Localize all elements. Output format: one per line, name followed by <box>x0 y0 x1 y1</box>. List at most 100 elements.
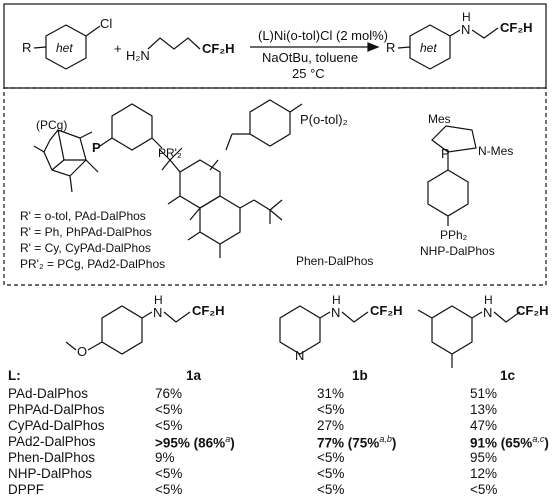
s1a-n: N <box>153 305 163 320</box>
dalphos-cage <box>33 103 163 193</box>
row-ligand: DPPF <box>8 482 45 497</box>
row-yield-1b: <5% <box>317 466 345 481</box>
row-yield-1b: <5% <box>317 482 345 497</box>
amine-chain <box>147 37 201 50</box>
reagents-bottom: NaOtBu, toluene <box>262 50 359 65</box>
table-row: DPPF <5% <5% <5% <box>0 482 554 501</box>
row-yield-1b: <5% <box>317 402 345 417</box>
row-yield-1c: 95% <box>470 450 498 465</box>
yield-close: ) <box>391 435 397 451</box>
s1c-cf2h: CF₂H <box>516 303 549 318</box>
r-label: R <box>22 40 32 55</box>
reaction-frame <box>3 3 547 89</box>
yield-main: >95% <box>155 435 190 451</box>
row-yield-1c: 12% <box>470 466 498 481</box>
header-l: L: <box>8 368 21 383</box>
dalphos-label-1: R' = o-tol, PAd-DalPhos <box>20 209 146 223</box>
row-yield-1a: >95% (86%a) <box>155 434 235 451</box>
dalphos-label-2: R' = Ph, PhPAd-DalPhos <box>20 225 152 239</box>
footnote: a,b <box>379 434 392 444</box>
het-label: het <box>56 41 73 55</box>
r-bond <box>33 46 47 49</box>
dalphos-label-4: PR'₂ = PCg, PAd2-DalPhos <box>20 257 166 271</box>
row-yield-1a: <5% <box>155 482 183 497</box>
row-yield-1b: 31% <box>317 386 345 401</box>
temperature: 25 °C <box>292 66 325 81</box>
row-ligand: PhPAd-DalPhos <box>8 402 105 417</box>
phen-dalphos <box>159 99 303 258</box>
row-ligand: PAd2-DalPhos <box>8 434 96 449</box>
s1c-h: H <box>484 293 493 307</box>
s1b-n: N <box>331 305 341 320</box>
c-cl-bond <box>85 25 101 37</box>
row-yield-1a: <5% <box>155 402 183 417</box>
substrate-1a <box>65 305 191 355</box>
table-row: PAd-DalPhos 76% 31% 51% <box>0 386 554 405</box>
nhp-label: NHP-DalPhos <box>420 244 495 258</box>
footnote: a <box>225 434 231 444</box>
product-het-label: het <box>420 41 437 55</box>
header-1c: 1c <box>500 368 516 383</box>
nhp-pph2: PPh₂ <box>440 228 468 242</box>
row-ligand: NHP-DalPhos <box>8 466 93 481</box>
s1a-cf2h: CF₂H <box>192 303 225 318</box>
cl-label: Cl <box>100 16 113 31</box>
row-yield-1a: <5% <box>155 466 183 481</box>
dalphos-p: P <box>92 140 101 155</box>
row-yield-1c: 51% <box>470 386 498 401</box>
nhp-dalphos <box>427 125 477 226</box>
nhp-mes2: N-Mes <box>478 144 514 158</box>
phen-label: Phen-DalPhos <box>296 254 374 268</box>
s1a-o: O <box>77 344 88 359</box>
row-yield-1c: <5% <box>470 482 498 497</box>
pcg-label: (PCg) <box>36 118 68 132</box>
s1b-cf2h: CF₂H <box>370 303 403 318</box>
s1b-h: H <box>332 293 341 307</box>
row-ligand: PAd-DalPhos <box>8 386 89 401</box>
row-yield-1b: 77% (75%a,b) <box>317 434 396 451</box>
substrate-1b <box>279 305 369 355</box>
row-yield-1a: 76% <box>155 386 183 401</box>
pr2-label: PR'₂ <box>158 146 182 160</box>
reagents-top: (L)Ni(o-tol)Cl (2 mol%) <box>258 28 389 43</box>
s1a-h: H <box>154 293 163 307</box>
product-r-bond <box>397 46 411 49</box>
substrate-1c <box>417 305 521 368</box>
amine-cf2h: CF₂H <box>202 41 235 56</box>
yield-close: ) <box>544 435 549 451</box>
row-yield-1a: 9% <box>155 450 175 465</box>
s1c-n: N <box>483 305 493 320</box>
row-yield-1c: 91% (65%a,c) <box>470 434 549 451</box>
arrow-head <box>367 42 380 52</box>
row-yield-1b: <5% <box>317 450 345 465</box>
yield-paren: (75% <box>347 435 380 451</box>
table-row: PhPAd-DalPhos <5% <5% 13% <box>0 402 554 421</box>
row-yield-1c: 13% <box>470 402 498 417</box>
dalphos-label-3: R' = Cy, CyPAd-DalPhos <box>20 241 151 255</box>
header-1a: 1a <box>186 368 202 383</box>
yield-paren: (65% <box>500 435 533 451</box>
yield-main: 77% <box>317 435 345 451</box>
phen-p-otol: P(o-tol)₂ <box>300 112 348 127</box>
table-row: CyPAd-DalPhos <5% 27% 47% <box>0 418 554 437</box>
product-n: N <box>461 22 471 37</box>
row-ligand: Phen-DalPhos <box>8 450 96 465</box>
footnote: a,c <box>532 434 545 444</box>
product-n-bond <box>449 29 461 37</box>
table-row: Phen-DalPhos 9% <5% 95% <box>0 450 554 469</box>
row-yield-1c: 47% <box>470 418 498 433</box>
product-chain <box>471 27 499 39</box>
table-row: PAd2-DalPhos >95% (86%a) 77% (75%a,b) 91… <box>0 434 554 453</box>
nhp-p: P <box>441 146 450 161</box>
table-header-row: L: 1a 1b 1c <box>0 368 554 387</box>
yield-close: ) <box>230 435 235 451</box>
product-h: H <box>462 10 471 24</box>
yield-paren: (86% <box>193 435 226 451</box>
nhp-mes1: Mes <box>428 112 451 126</box>
table-row: NHP-DalPhos <5% <5% 12% <box>0 466 554 485</box>
s1b-pyridine-n: N <box>295 348 305 363</box>
ligand-frame <box>3 87 547 286</box>
product-r-label: R <box>386 40 396 55</box>
row-yield-1b: 27% <box>317 418 345 433</box>
